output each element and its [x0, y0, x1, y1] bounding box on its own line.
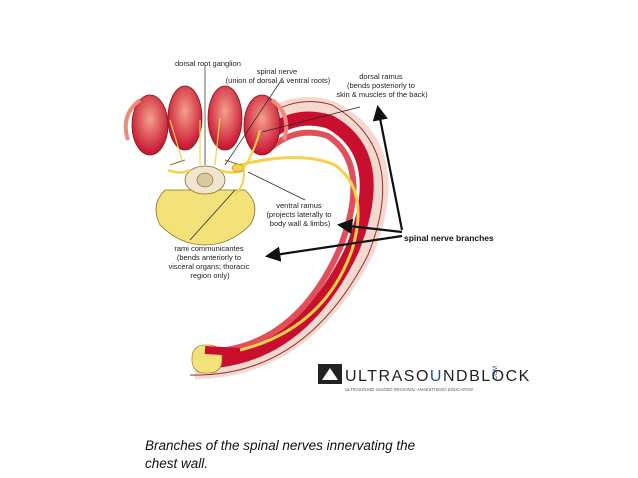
- logo-probe-icon: [322, 368, 338, 380]
- label-dorsal-root-ganglion: dorsal root ganglion: [175, 59, 241, 68]
- body-wall-edge: [189, 101, 384, 376]
- logo-tagline: ULTRASOUND-GUIDED REGIONAL ANAESTHESIA E…: [345, 387, 474, 392]
- ultrasoundblock-logo: ULTRASOUNDBLOCK COM ULTRASOUND-GUIDED RE…: [318, 364, 531, 392]
- logo-suffix: COM: [493, 366, 499, 380]
- back-muscles: [123, 85, 289, 156]
- body-wall-muscle-inner: [204, 129, 357, 355]
- label-ventral-ramus: ventral ramus (projects laterally to bod…: [266, 201, 333, 228]
- logo-brand: ULTRASOUNDBLOCK: [345, 368, 531, 385]
- figure-caption: Branches of the spinal nerves innervatin…: [145, 437, 465, 473]
- label-dorsal-ramus: dorsal ramus (bends posteriorly to skin …: [336, 72, 428, 99]
- ventral-ramus-nerve: [214, 156, 360, 357]
- body-wall-end-muscle: [204, 346, 241, 356]
- caption-line-1: Branches of the spinal nerves innervatin…: [145, 438, 416, 453]
- spinal-nerve-diagram: dorsal root ganglion spinal nerve (union…: [123, 59, 531, 392]
- branch-arrows: [264, 104, 404, 262]
- spinal-nerve-roots: [167, 117, 261, 196]
- vertebra: [155, 159, 256, 246]
- label-rami-communicantes: rami communicantes (bends anteriorly to …: [169, 244, 252, 280]
- caption-line-2: chest wall.: [145, 456, 209, 471]
- body-wall-muscle: [199, 111, 374, 369]
- label-pointers: [189, 65, 361, 241]
- label-spinal-nerve-branches: spinal nerve branches: [404, 233, 494, 243]
- label-spinal-nerve: spinal nerve (union of dorsal & ventral …: [226, 67, 331, 85]
